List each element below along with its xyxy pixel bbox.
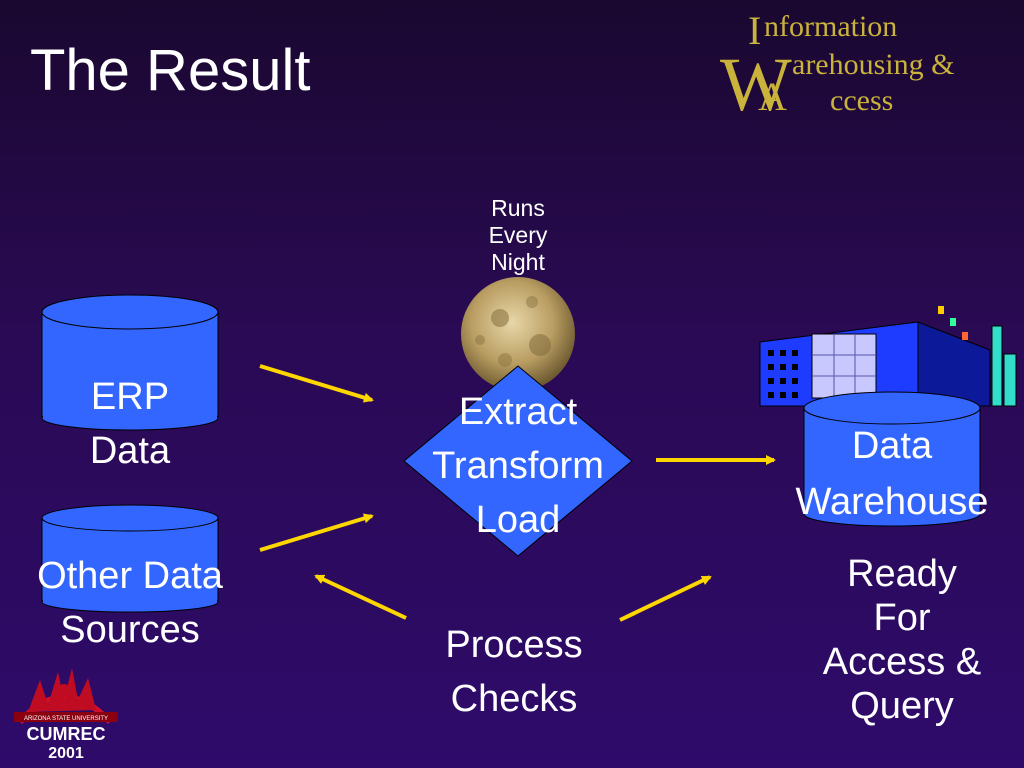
data-warehouse-cylinder [803,391,981,527]
arrow-erp-to-etl [259,364,374,403]
slide-title: The Result [30,38,311,103]
runs-every-night-label: Runs Every Night [468,195,568,276]
ready-line-1: Ready [847,553,957,595]
other-line-2: Sources [60,609,200,651]
cumrec-org-text: ARIZONA STATE UNIVERSITY [24,716,108,722]
etl-line-3: Load [475,499,561,541]
data-warehouse-label: Data Warehouse [772,418,1012,530]
ready-for-access-label: Ready For Access & Query [782,552,1022,728]
other-line-1: Other Data [37,555,223,597]
etl-label: Extract Transform Load [404,385,632,547]
logo-rest-2: arehousing & [792,48,954,81]
other-data-cylinder [41,504,219,613]
checks-line-1: Process [445,624,583,666]
cumrec-name-text: CUMREC [27,724,106,744]
iwa-logo: I nformation W arehousing & A ccess [718,6,1024,116]
process-checks-label: Process Checks [400,618,628,726]
ready-line-4: Query [850,685,954,727]
erp-cylinder [41,294,219,431]
warehouse-building-icon [759,306,1017,407]
moon-note-line-1: Runs [491,195,545,221]
erp-data-label: ERP Data [42,370,218,478]
moon-note-line-2: Every [488,222,548,248]
etl-line-1: Extract [458,391,578,433]
ready-line-3: Access & [822,641,982,683]
moon-image [461,277,575,391]
erp-line-2: Data [89,430,171,472]
ready-line-2: For [873,597,931,639]
logo-cap-a: A [758,74,787,116]
warehouse-line-1: Data [851,425,933,467]
logo-cap-i: I [748,8,761,53]
other-data-sources-label: Other Data Sources [0,549,260,657]
moon-note-line-3: Night [491,249,545,275]
logo-rest-3: ccess [830,84,893,116]
warehouse-line-2: Warehouse [795,481,989,523]
iwa-logo-graphic: I nformation W arehousing & A ccess [720,8,954,116]
logo-cap-w: W [720,43,792,116]
checks-line-2: Checks [450,678,578,720]
arrow-checks-to-sources [314,574,407,620]
logo-rest-1: nformation [764,10,897,43]
arrow-checks-to-ready [619,575,712,622]
cumrec-year-text: 2001 [48,745,84,762]
cumrec-2001-badge: ARIZONA STATE UNIVERSITY CUMREC 2001 [14,668,118,762]
erp-line-1: ERP [90,376,170,418]
etl-diamond [403,365,633,557]
arrow-other-to-etl [259,513,374,552]
etl-line-2: Transform [432,445,604,487]
